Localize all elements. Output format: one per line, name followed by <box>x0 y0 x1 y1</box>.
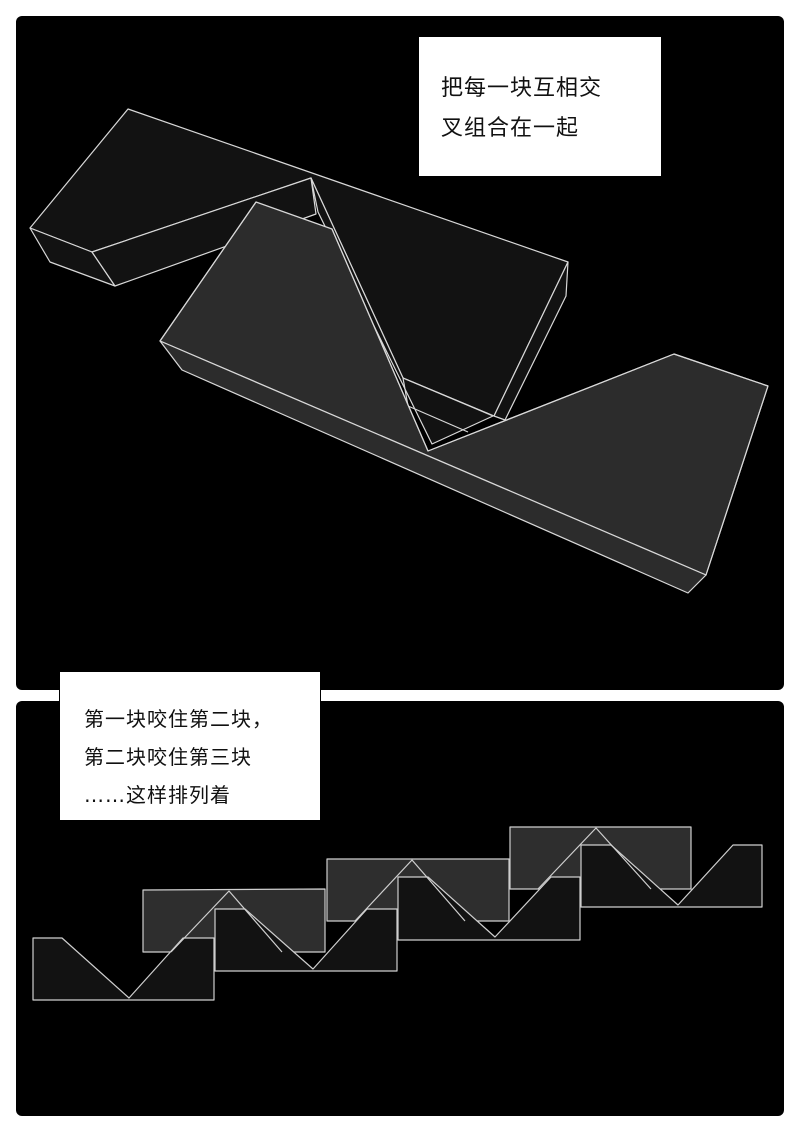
caption-line: 第二块咬住第三块 <box>84 745 252 769</box>
caption-line: 叉组合在一起 <box>441 116 580 141</box>
panel-top <box>16 16 784 690</box>
block-b-front-face <box>159 340 707 594</box>
caption-box-top: 把每一块互相交 叉组合在一起 <box>418 36 662 177</box>
dark-block-2 <box>214 908 398 972</box>
block-chain-illustration <box>32 826 763 1001</box>
interlocking-blocks-3d-illustration <box>29 108 769 594</box>
dark-block-4 <box>580 844 763 908</box>
caption-line: ……这样排列着 <box>84 783 231 807</box>
caption-box-bottom: 第一块咬住第二块， 第二块咬住第三块 ……这样排列着 <box>59 671 321 821</box>
dark-block-3 <box>397 876 581 941</box>
panel-bottom <box>16 701 784 1116</box>
dark-block-1 <box>32 937 215 1001</box>
caption-line: 第一块咬住第二块， <box>84 707 273 731</box>
caption-line: 把每一块互相交 <box>441 76 603 101</box>
